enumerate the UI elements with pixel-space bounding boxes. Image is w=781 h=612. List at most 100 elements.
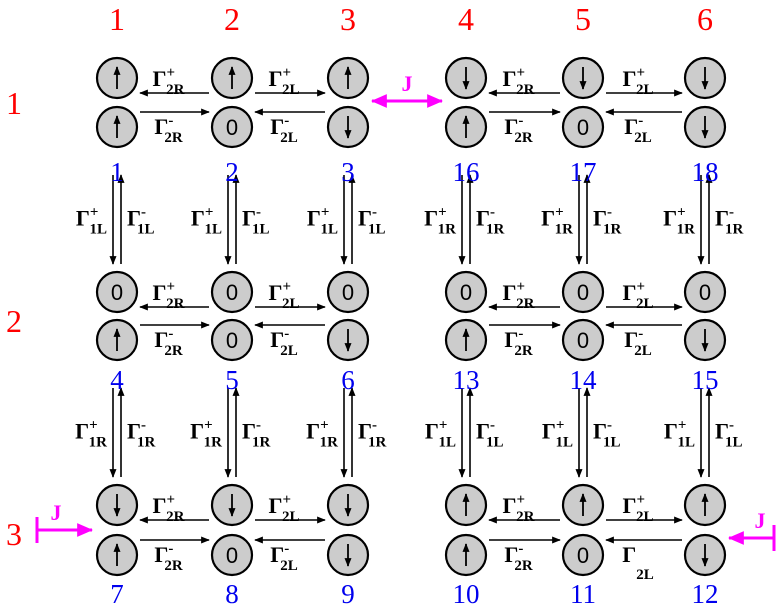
rate-label: Γ+2R (153, 279, 185, 312)
horizontal-rate-pair: Γ+2LΓ-2L (254, 492, 326, 574)
state-label: 12 (692, 579, 719, 609)
state-label: 2 (225, 157, 239, 187)
rate-label: Γ-1R (127, 418, 156, 451)
state-16: 16 (444, 56, 488, 187)
rate-label: Γ+1L (664, 418, 695, 451)
column-label-5: 5 (575, 1, 591, 37)
state-12: 12 (683, 483, 727, 609)
coupling-label: J (402, 71, 413, 96)
rate-label: Γ+2R (153, 492, 185, 525)
rate-label: Γ-1R (593, 205, 622, 238)
state-3: 3 (326, 56, 370, 187)
rate-label: Γ2L (622, 542, 654, 583)
empty-site-symbol: 0 (226, 328, 238, 353)
rate-label: Γ+1L (542, 418, 573, 451)
horizontal-rate-pair: Γ+2R Γ-2R (488, 65, 561, 146)
horizontal-rate-pair: Γ+2L Γ2L (605, 492, 683, 583)
rate-arrows: Γ+2R Γ-2R Γ+2L Γ-2L Γ+2R Γ-2R Γ+2L Γ-2L Γ+2R Γ-2R… (75, 65, 743, 583)
coupling-inject-left: J (727, 508, 776, 551)
site-circle (210, 105, 254, 149)
coupling-label: J (755, 508, 766, 533)
rate-label: Γ-2L (270, 326, 298, 359)
coupling-double: J (370, 71, 444, 108)
rate-label: Γ+1L (425, 418, 456, 451)
rate-label: Γ+2L (268, 492, 299, 525)
rate-label: Γ-2R (154, 113, 183, 146)
empty-site-symbol: 0 (226, 115, 238, 140)
state-label: 13 (453, 365, 480, 395)
state-label: 14 (570, 365, 598, 395)
site-circle (561, 270, 605, 314)
rate-label: Γ-1R (715, 205, 744, 238)
rate-label: Γ+1L (76, 205, 107, 238)
rate-label: Γ-2L (624, 113, 652, 146)
rate-label: Γ-2R (154, 541, 183, 574)
horizontal-rate-pair: Γ+2R Γ-2R (139, 65, 210, 146)
empty-site-symbol: 0 (226, 543, 238, 568)
state-label: 9 (341, 579, 355, 609)
horizontal-rate-pair: Γ+2R Γ-2R (488, 492, 561, 574)
empty-site-symbol: 0 (699, 280, 711, 305)
column-label-2: 2 (224, 1, 240, 37)
rate-label: Γ+2R (503, 65, 535, 98)
rate-label: Γ+1R (424, 205, 456, 238)
rate-label: Γ+2R (503, 279, 535, 312)
state-label: 1 (110, 157, 124, 187)
rate-label: Γ+1R (541, 205, 573, 238)
coupling-inject-right: J (35, 500, 94, 543)
column-label-4: 4 (458, 1, 474, 37)
rate-label: Γ+1R (306, 418, 338, 451)
rate-label: Γ-2L (270, 113, 298, 146)
rate-label: Γ-2R (504, 113, 533, 146)
rate-label: Γ-1L (127, 205, 155, 238)
state-2: 02 (210, 56, 254, 187)
state-9: 9 (326, 483, 370, 609)
coupling-label: J (51, 500, 62, 525)
row-label-3: 3 (6, 516, 22, 552)
row-label-1: 1 (6, 85, 22, 121)
rate-label: Γ-2R (504, 541, 533, 574)
site-circle (561, 105, 605, 149)
state-15: 0 15 (683, 270, 727, 395)
horizontal-rate-pair: Γ+2LΓ-2L (254, 65, 326, 146)
state-label: 17 (570, 157, 597, 187)
state-label: 18 (692, 157, 719, 187)
state-label: 7 (110, 579, 124, 609)
empty-site-symbol: 0 (577, 280, 589, 305)
rate-label: Γ+2R (153, 65, 185, 98)
vertical-rate-pair: Γ+1L Γ-1L (307, 174, 386, 265)
state-13: 013 (444, 270, 488, 395)
state-5: 005 (210, 270, 254, 395)
rate-label: Γ-1R (242, 418, 271, 451)
state-1: 1 (95, 56, 139, 187)
rate-label: Γ+2R (503, 492, 535, 525)
horizontal-rate-pair: Γ+2R Γ-2R (139, 279, 210, 359)
rate-label: Γ+2L (268, 279, 299, 312)
state-7: 7 (95, 483, 139, 609)
state-10: 10 (444, 483, 488, 609)
rate-label: Γ-2R (504, 326, 533, 359)
empty-site-symbol: 0 (577, 115, 589, 140)
horizontal-rate-pair: Γ+2LΓ-2L (605, 65, 683, 146)
rate-label: Γ+1L (307, 205, 338, 238)
state-label: 15 (692, 365, 719, 395)
horizontal-rate-pair: Γ+2L Γ-2L (254, 279, 326, 359)
column-label-6: 6 (697, 1, 713, 37)
empty-site-symbol: 0 (577, 328, 589, 353)
site-circle (95, 270, 139, 314)
row-label-2: 2 (6, 303, 22, 339)
site-circle (561, 318, 605, 362)
state-label: 11 (570, 579, 596, 609)
rate-label: Γ-2R (154, 326, 183, 359)
rate-label: Γ-1L (358, 205, 386, 238)
state-17: 0 17 (561, 56, 605, 187)
rate-label: Γ-2L (624, 326, 652, 359)
rate-label: Γ+2L (622, 492, 653, 525)
rate-label: Γ+2L (622, 279, 653, 312)
